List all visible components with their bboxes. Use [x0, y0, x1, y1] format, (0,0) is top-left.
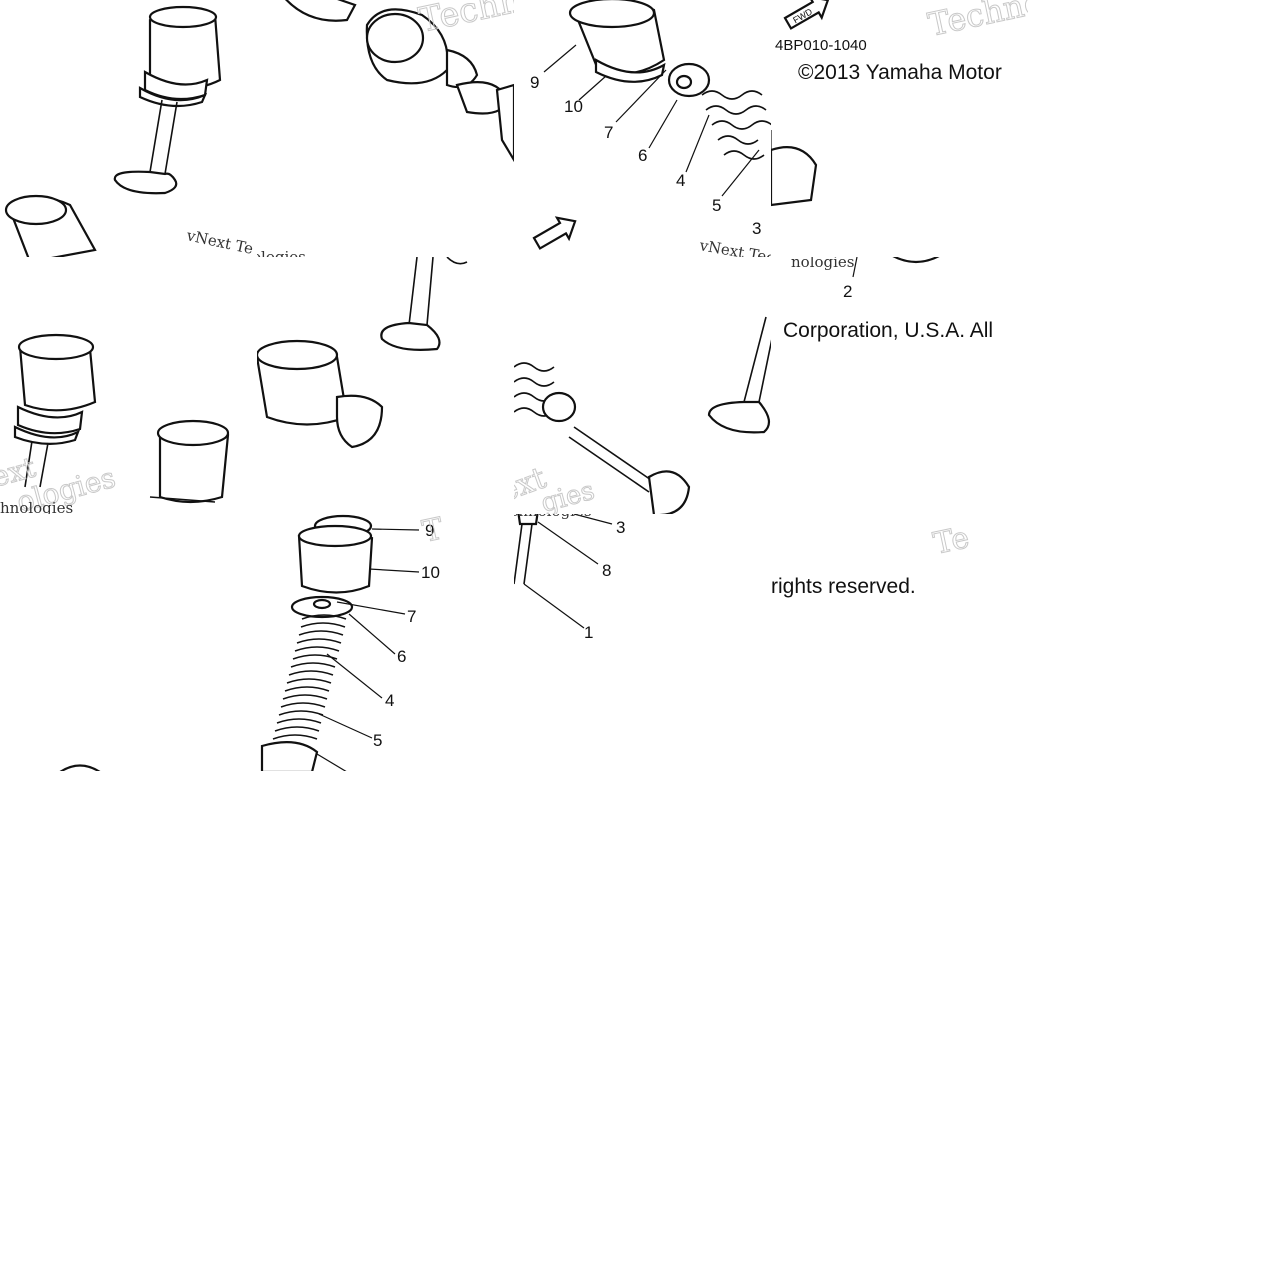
callout-4: 4 [676, 171, 685, 190]
copyright-line-3: rights reserved. [771, 575, 916, 598]
watermark-fragment: vNext Te [184, 226, 255, 257]
callout-8: 8 [602, 561, 611, 580]
valve-spring-stack [514, 362, 577, 423]
svg-text:gies: gies [538, 476, 598, 514]
callout-3: 3 [616, 518, 625, 537]
valve-lifter-lower [4, 194, 97, 257]
watermark-fragment: vNext Tec [697, 236, 771, 257]
diagram-tile-r2c2 [257, 257, 514, 514]
callout-3: 3 [752, 219, 761, 238]
diagram-tile-r2c1: ext ologies hnologies [0, 257, 257, 514]
valve-spring-retainer [290, 595, 354, 619]
svg-text:Techn: Techn [416, 0, 514, 41]
diagram-tile-r1c3: 9 10 7 6 4 5 3 vNext Tec [514, 0, 771, 257]
svg-text:Techno: Techno [925, 0, 1028, 44]
valve-stem-seal [514, 514, 539, 585]
callout-9: 9 [425, 521, 434, 540]
svg-text:T: T [419, 514, 446, 550]
fwd-arrow-icon [532, 216, 577, 250]
valve-lifter-small [149, 419, 230, 504]
watermark-fragment: hnologies [0, 499, 73, 514]
callout-leaders [523, 514, 613, 629]
valve-spring-retainer [667, 62, 711, 98]
diagram-tile-r3c4: Te rights reserved. [771, 514, 1028, 771]
watermark-fragment: nologies [791, 257, 855, 271]
callout-leaders [543, 44, 760, 197]
diagram-tile-r1c2: Techn ologies [257, 0, 514, 257]
callout-leaders [316, 528, 420, 771]
callout-1: 1 [584, 623, 593, 642]
callout-10: 10 [421, 563, 440, 582]
diagram-tile-r1c1: vNext Te [0, 0, 257, 257]
valve-lifter-assembly [113, 5, 222, 195]
callout-6: 6 [638, 146, 647, 165]
watermark-fragment: ologies [257, 248, 306, 257]
valve-lifter [297, 514, 374, 594]
diagram-tile-r2c3: ext gies [514, 257, 771, 514]
callout-6: 6 [397, 647, 406, 666]
callout-7: 7 [604, 123, 613, 142]
callout-5: 5 [712, 196, 721, 215]
callout-9: 9 [530, 73, 539, 92]
diagram-tile-r2c4: nologies 2 Corporation, U.S.A. All [771, 257, 1028, 514]
valve-lifter-assembly [13, 333, 97, 488]
valve-lifter [568, 0, 666, 83]
valve-stem-head [380, 257, 468, 351]
part-code: 4BP010-1040 [775, 37, 867, 54]
valve-spring [260, 614, 347, 771]
callout-10: 10 [564, 97, 583, 116]
diagram-tile-r3c2: 9 10 7 6 4 5 T [257, 514, 514, 771]
valve-spring [701, 90, 771, 160]
callout-4: 4 [385, 691, 394, 710]
valve-lifter [257, 339, 384, 449]
valve-long [707, 316, 771, 434]
copyright-line-2: Corporation, U.S.A. All [783, 319, 994, 342]
valve-lifter-pair [285, 0, 514, 163]
callout-5: 5 [373, 731, 382, 750]
diagram-tile-r3c1 [0, 514, 257, 771]
valve-stem [568, 426, 691, 514]
callout-7: 7 [407, 607, 416, 626]
callout-2: 2 [843, 282, 852, 301]
copyright-line-1: ©2013 Yamaha Motor [798, 61, 1002, 84]
svg-text:Te: Te [930, 520, 972, 562]
fwd-arrow-icon: FWD [783, 0, 830, 30]
